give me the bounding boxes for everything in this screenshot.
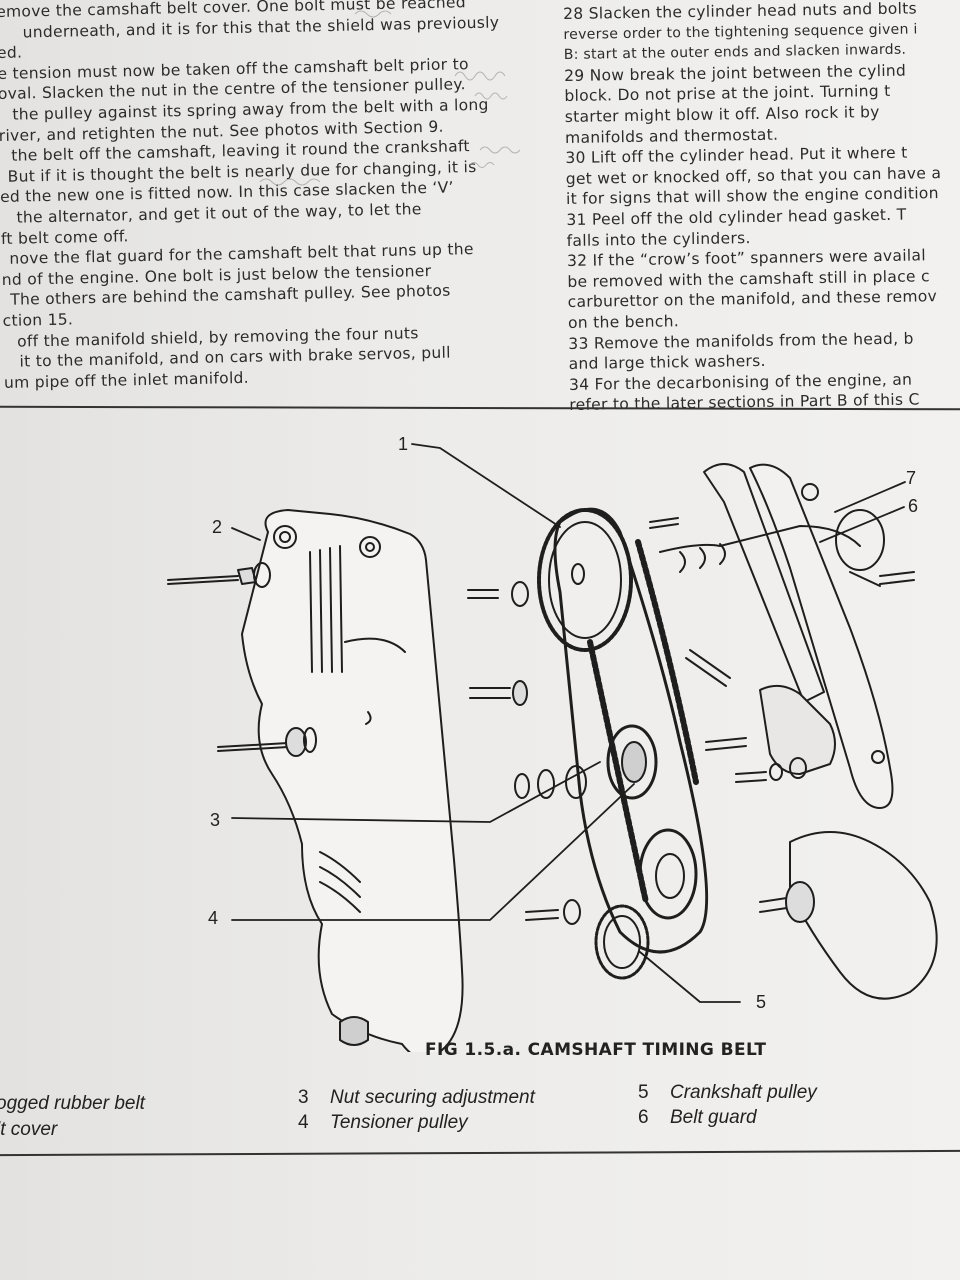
- bottom-divider-rule: [0, 1149, 960, 1157]
- callout-2: 2: [212, 517, 223, 537]
- callout-1: 1: [398, 434, 409, 454]
- callout-4: 4: [208, 908, 219, 928]
- bolts-and-spacers: [467, 581, 581, 925]
- crankshaft-pulley: [594, 828, 698, 980]
- belt-cover: [241, 509, 464, 1052]
- figure-caption: FIG 1.5.a. CAMSHAFT TIMING BELT: [425, 1040, 767, 1060]
- legend-text: ogged rubber belt: [0, 1093, 145, 1114]
- pencil-scribbles: [259, 10, 521, 186]
- legend-number: 4: [298, 1112, 309, 1133]
- leader-lines: [231, 443, 906, 1003]
- camshaft-pulley: [537, 508, 633, 652]
- legend-number: 3: [298, 1087, 309, 1108]
- legend-item: 3 Nut securing adjustment: [298, 1087, 535, 1109]
- callout-6: 6: [908, 496, 919, 516]
- legend-number: 5: [638, 1082, 649, 1103]
- tensioner-pulley: [514, 724, 658, 800]
- legend-text: Belt guard: [670, 1107, 757, 1128]
- legend-item: 4 Tensioner pulley: [298, 1112, 468, 1134]
- callout-7: 7: [906, 468, 917, 488]
- legend-item: 6 Belt guard: [638, 1107, 757, 1129]
- legend-item: lt cover: [0, 1119, 57, 1141]
- legend-text: Nut securing adjustment: [330, 1087, 535, 1108]
- crankshaft: [759, 831, 938, 1000]
- callout-3: 3: [210, 810, 221, 830]
- cover-bolts: [167, 562, 317, 757]
- legend-number: 6: [638, 1107, 649, 1128]
- belt-guard: [703, 463, 894, 809]
- callout-5: 5: [756, 992, 767, 1012]
- legend-text: lt cover: [0, 1119, 58, 1140]
- legend-item: 5 Crankshaft pulley: [638, 1082, 817, 1104]
- camshaft: [649, 509, 915, 687]
- legend-text: Crankshaft pulley: [670, 1082, 817, 1103]
- legend-item: ogged rubber belt: [0, 1093, 145, 1115]
- legend-text: Tensioner pulley: [330, 1112, 468, 1133]
- tensioner-bracket: [705, 684, 836, 783]
- camshaft-timing-belt-diagram: [167, 443, 938, 1052]
